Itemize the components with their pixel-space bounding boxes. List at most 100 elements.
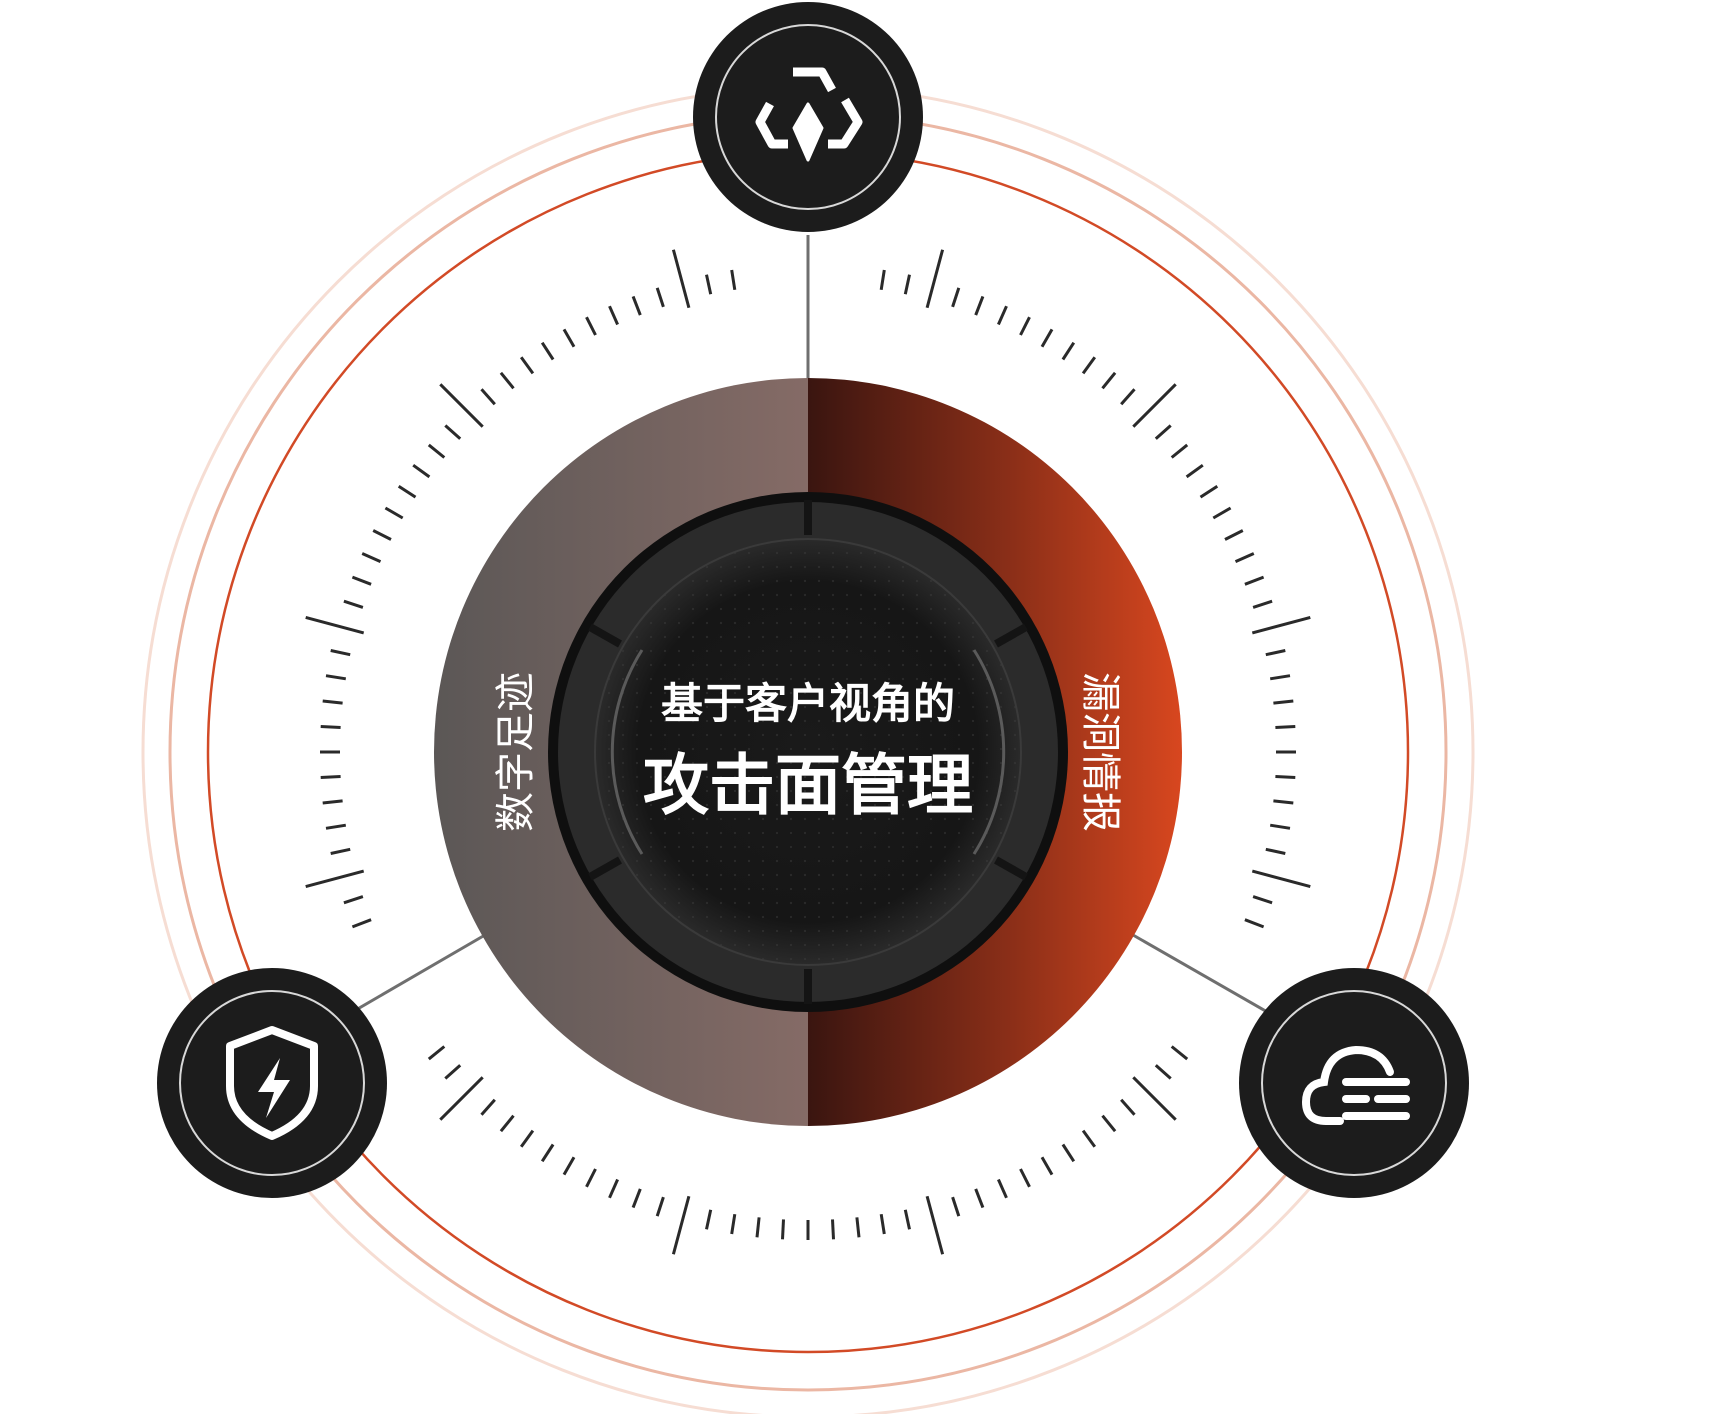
tick-minor <box>585 1168 597 1188</box>
tick-minor <box>1275 775 1296 779</box>
tick-minor <box>427 1045 446 1061</box>
tick-minor <box>1224 529 1244 541</box>
tick-minor <box>755 1217 761 1238</box>
tick-minor <box>1061 341 1076 361</box>
core-arc-left <box>610 649 644 855</box>
tick-ring <box>305 249 1311 1255</box>
tick-minor <box>351 918 372 929</box>
tick-minor <box>1040 328 1054 348</box>
tick-minor <box>397 484 417 499</box>
tick-minor <box>1234 552 1255 563</box>
tick-minor <box>343 599 364 609</box>
tick-minor <box>585 316 597 336</box>
tick-minor <box>1081 1129 1097 1148</box>
tick-minor <box>1252 895 1273 905</box>
tick-major <box>925 249 945 309</box>
left-band-label: 数字足迹 <box>493 672 539 832</box>
tick-minor <box>1199 484 1219 499</box>
node-top[interactable] <box>693 2 923 232</box>
cloud-firewall-icon <box>1301 1045 1410 1125</box>
tick-minor <box>1154 1064 1172 1080</box>
tick-minor <box>519 356 535 375</box>
tick-minor <box>608 305 619 326</box>
tick-minor <box>1101 371 1117 390</box>
tick-minor <box>444 1064 462 1080</box>
tick-minor <box>1244 575 1265 586</box>
tick-minor <box>903 274 911 295</box>
tick-minor <box>519 1129 535 1148</box>
tick-major <box>925 1195 945 1255</box>
tick-minor <box>444 424 462 440</box>
tick-minor <box>320 775 341 779</box>
tick-minor <box>540 1143 555 1163</box>
tick-minor <box>951 1196 961 1217</box>
tick-minor <box>540 341 555 361</box>
tick-minor <box>855 1217 861 1238</box>
center-subtitle: 基于客户视角的 <box>661 679 955 728</box>
tick-major <box>305 615 365 635</box>
node-right[interactable] <box>1239 968 1469 1198</box>
tick-minor <box>1275 725 1296 729</box>
node-top-ring <box>715 24 901 210</box>
core-disk: 基于客户视角的 攻击面管理 <box>548 492 1068 1012</box>
core-dot-texture <box>595 539 1021 965</box>
tick-minor <box>1252 599 1273 609</box>
tick-minor <box>1269 674 1291 681</box>
tick-minor <box>1019 1168 1031 1188</box>
tick-major <box>1132 383 1177 428</box>
tick-minor <box>1081 356 1097 375</box>
tick-minor <box>1154 424 1172 440</box>
tick-minor <box>730 269 737 291</box>
tick-minor <box>879 1213 886 1235</box>
tick-minor <box>951 287 961 308</box>
tick-minor <box>325 674 347 681</box>
tick-major <box>1251 869 1311 889</box>
tick-minor <box>1061 1143 1076 1163</box>
tick-major <box>305 869 365 889</box>
node-left-ring <box>179 990 365 1176</box>
tick-minor <box>1273 799 1294 805</box>
tick-minor <box>1269 823 1291 830</box>
tick-minor <box>361 552 382 563</box>
tick-minor <box>730 1213 737 1235</box>
right-band-label: 漏洞情报 <box>1077 672 1123 832</box>
tick-minor <box>781 1219 785 1240</box>
tick-minor <box>499 371 515 390</box>
core-inner-edge <box>594 538 1022 966</box>
tick-minor <box>879 269 886 291</box>
tick-minor <box>320 725 341 729</box>
tick-minor <box>330 847 351 855</box>
tick-minor <box>351 575 372 586</box>
tick-minor <box>655 1196 665 1217</box>
tick-minor <box>1170 443 1189 459</box>
tick-minor <box>997 305 1008 326</box>
center-title: 攻击面管理 <box>643 747 973 824</box>
tick-minor <box>343 895 364 905</box>
tick-major <box>671 1195 691 1255</box>
tick-minor <box>631 295 642 316</box>
tick-minor <box>480 1098 496 1116</box>
tick-minor <box>412 463 431 479</box>
tick-minor <box>631 1188 642 1209</box>
tick-major <box>1132 1076 1177 1121</box>
tick-minor <box>1170 1045 1189 1061</box>
recycle-icon <box>755 67 863 162</box>
tick-major <box>671 249 691 309</box>
tick-minor <box>322 799 343 805</box>
tick-minor <box>427 443 446 459</box>
tick-minor <box>1185 463 1204 479</box>
tick-minor <box>1019 316 1031 336</box>
tick-minor <box>1273 699 1294 705</box>
node-right-ring <box>1261 990 1447 1176</box>
tick-minor <box>1265 847 1286 855</box>
tick-minor <box>903 1209 911 1230</box>
tick-minor <box>608 1178 619 1199</box>
node-left[interactable] <box>157 968 387 1198</box>
tick-minor <box>384 506 404 520</box>
tick-minor <box>330 649 351 657</box>
tick-minor <box>499 1114 515 1133</box>
tick-minor <box>831 1219 835 1240</box>
tick-minor <box>480 388 496 406</box>
